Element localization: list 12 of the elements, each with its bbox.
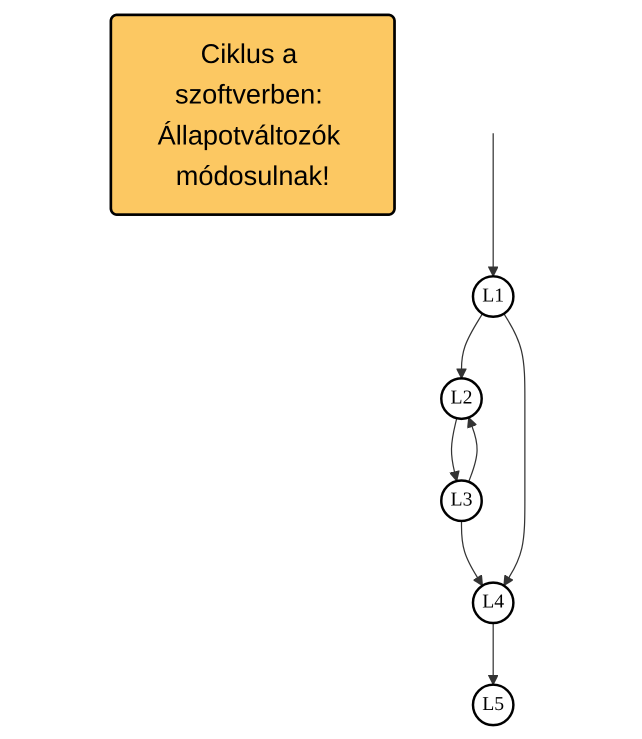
arrow — [468, 416, 478, 482]
arrow — [461, 520, 484, 586]
node-circle: L1 — [472, 274, 516, 318]
arrow — [504, 312, 526, 586]
node-circle: L2 — [440, 376, 484, 420]
arrow — [488, 622, 500, 685]
node-circle: L5 — [472, 682, 516, 726]
node-circle: L3 — [440, 478, 484, 522]
arrow — [450, 418, 460, 482]
node-circle: L4 — [472, 580, 516, 624]
arrow — [456, 312, 484, 378]
arrow — [488, 132, 500, 276]
